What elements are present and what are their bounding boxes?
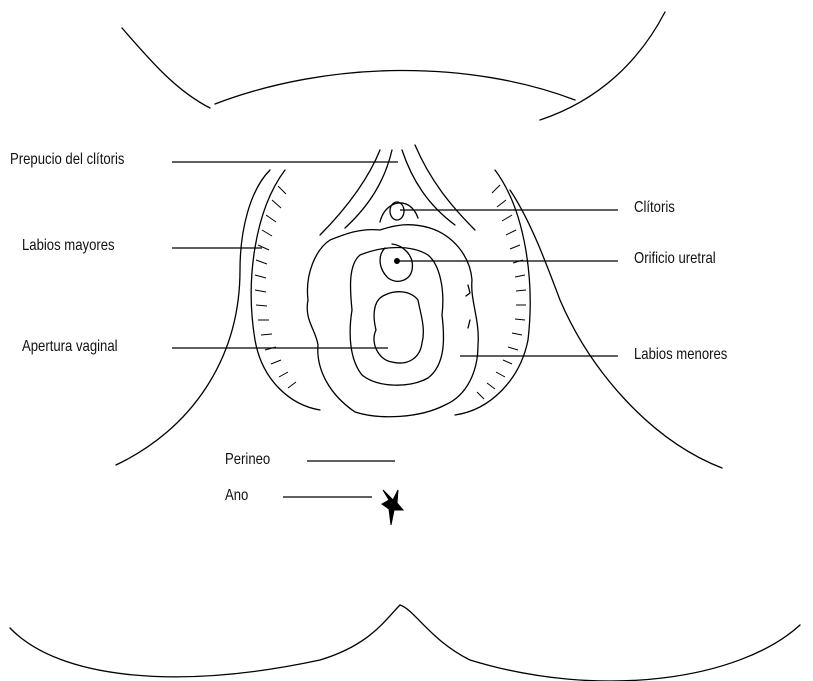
- labia-minora-inner: [350, 248, 443, 386]
- label-vaginal-opening: Apertura vaginal: [22, 338, 118, 356]
- label-prepuce: Prepucio del clítoris: [10, 151, 124, 169]
- upper-right-thigh-contour: [540, 12, 665, 120]
- label-anus: Ano: [225, 487, 248, 505]
- left-labium-majus: [251, 170, 320, 410]
- prepuce-left-fold: [320, 150, 380, 235]
- labia-minora-outer: [307, 225, 478, 417]
- label-urethral-opening: Orificio uretral: [634, 250, 716, 268]
- label-labia-minora: Labios menores: [634, 346, 727, 364]
- prepuce-right-fold: [402, 150, 455, 225]
- right-labium-majus: [455, 170, 530, 415]
- label-labia-majora: Labios mayores: [22, 237, 115, 255]
- label-perineum: Perineo: [225, 451, 270, 469]
- lower-right-buttock: [400, 605, 800, 681]
- vaginal-opening-outline: [374, 292, 423, 363]
- lower-abdomen-arc: [215, 70, 575, 104]
- left-outer-hip-curve: [116, 170, 270, 465]
- skin-mark-1: [466, 285, 470, 296]
- left-labium-hatching: [255, 186, 296, 388]
- skin-mark-2: [468, 320, 470, 328]
- lower-left-buttock: [10, 605, 400, 677]
- label-clitoris: Clítoris: [634, 199, 675, 217]
- right-outer-hip-curve: [510, 190, 722, 468]
- upper-left-thigh-contour: [122, 28, 210, 108]
- urethral-opening-dot: [394, 258, 400, 264]
- anus-mark: [382, 490, 403, 525]
